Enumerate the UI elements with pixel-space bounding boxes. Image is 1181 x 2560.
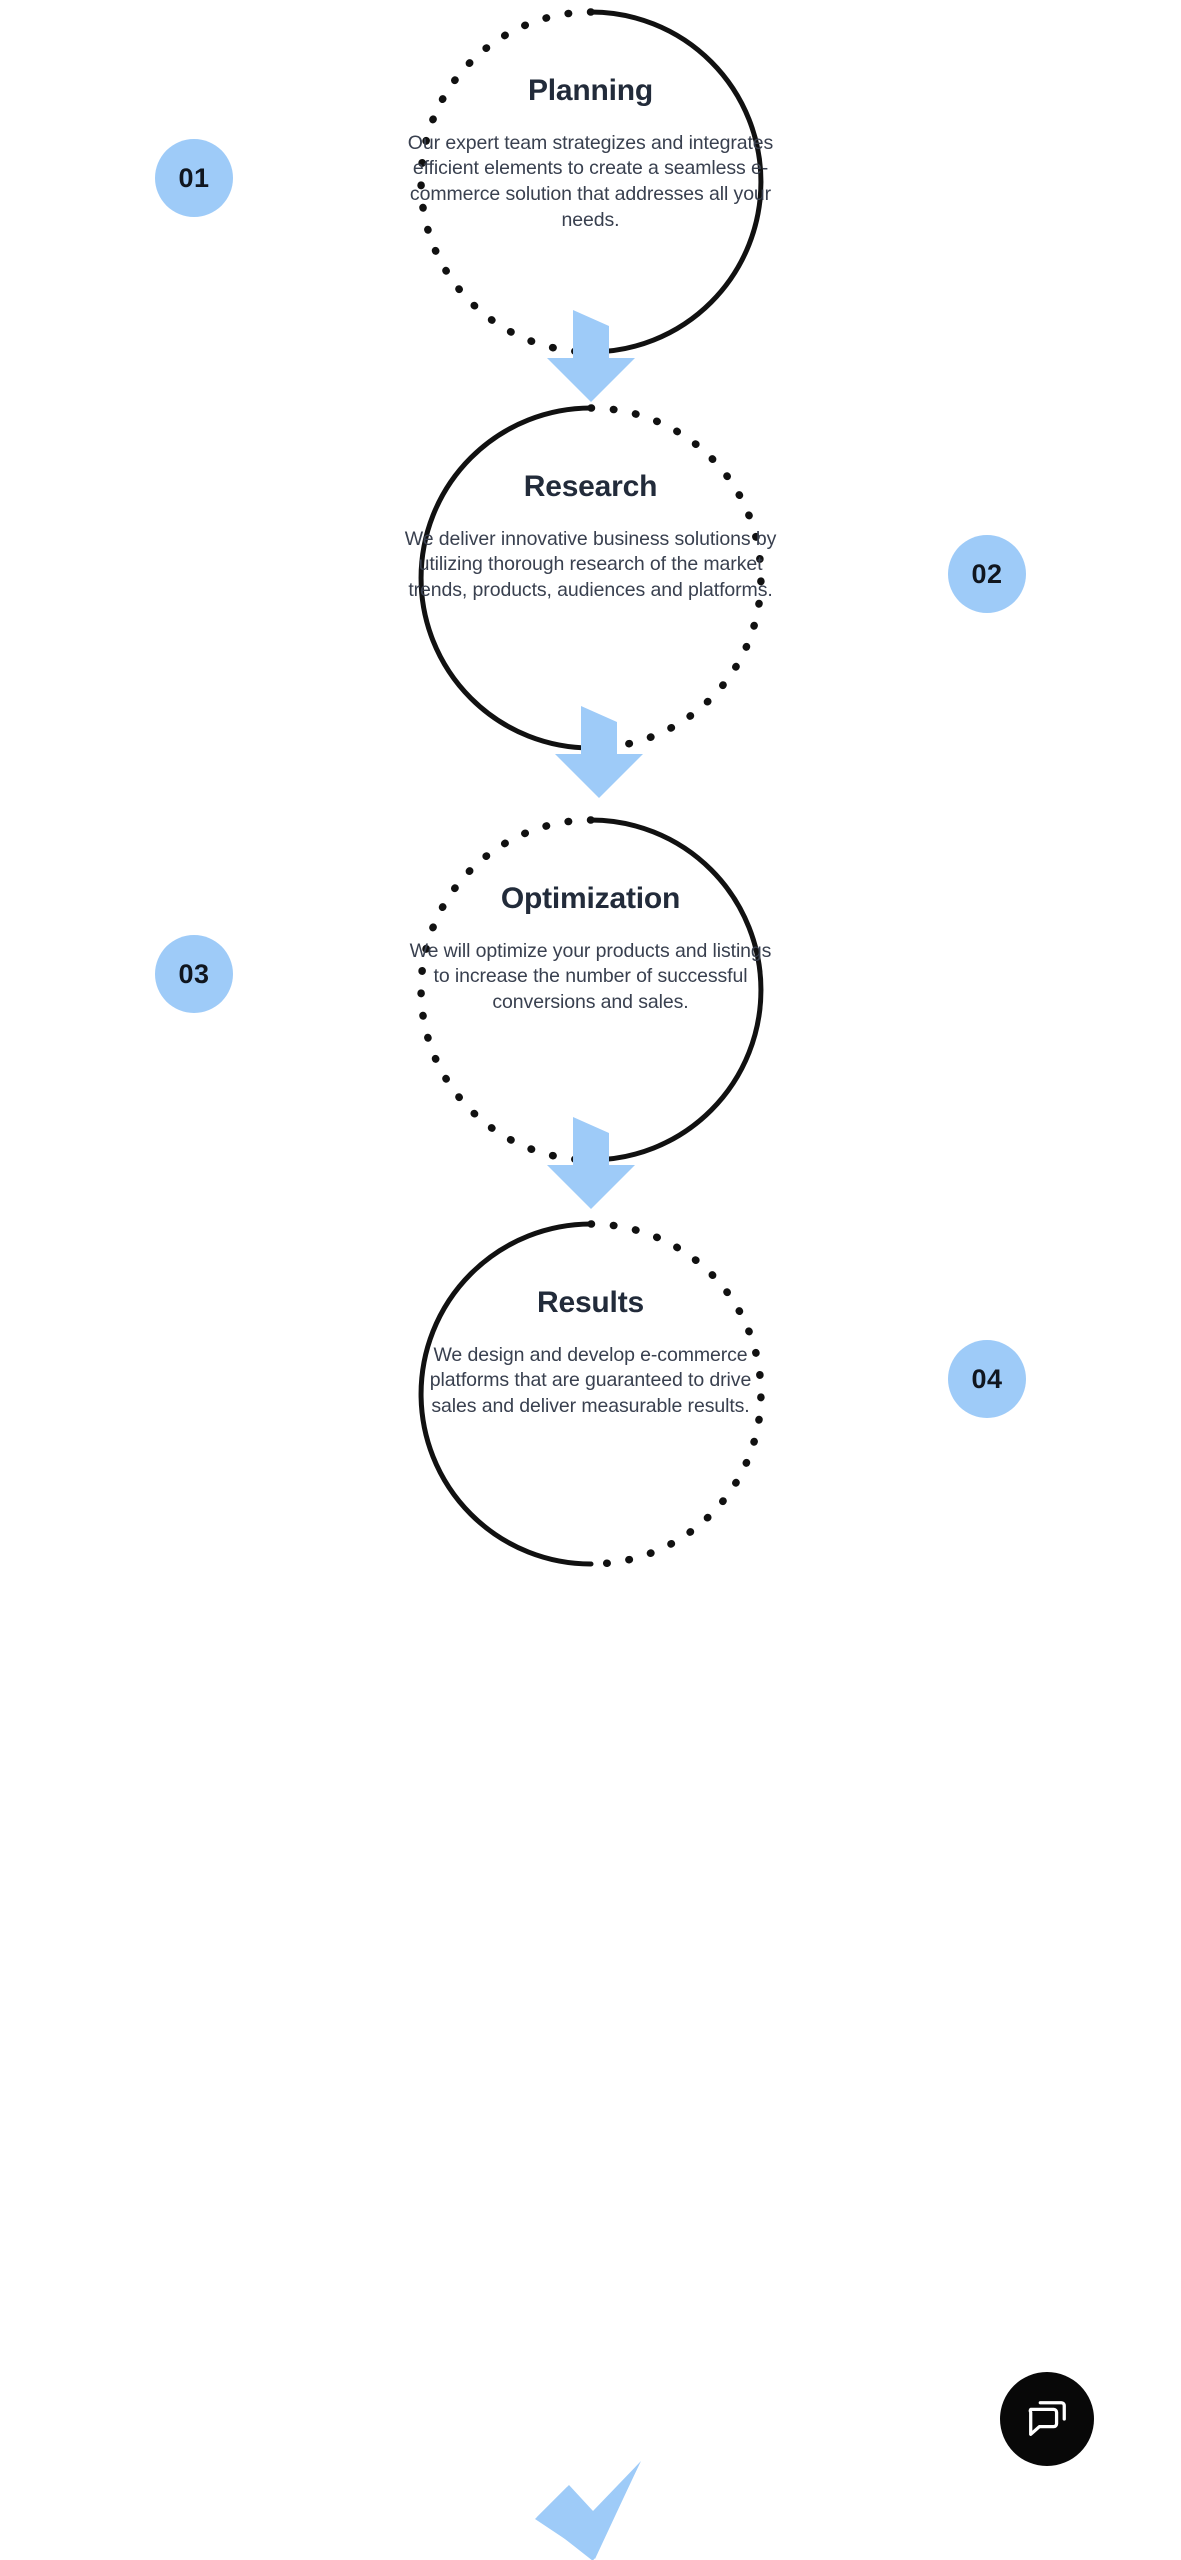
step-title-3: Optimization	[500, 882, 681, 915]
step-body-3: We will optimize your products and listi…	[409, 939, 772, 1013]
arrow-down-icon	[546, 1117, 635, 1209]
chat-widget-button[interactable]	[1000, 2372, 1094, 2466]
connector-arrow-1	[543, 310, 639, 402]
step-badge-2[interactable]: 02	[948, 535, 1026, 613]
connector-arrow-2	[551, 706, 647, 798]
step-badge-label-2: 02	[971, 558, 1003, 589]
step-content-2: Research We deliver innovative business …	[391, 470, 791, 604]
arrow-down-icon	[546, 310, 635, 402]
step-body-4: We design and develop e-commerce platfor…	[429, 1343, 752, 1417]
step-badge-label-1: 01	[178, 162, 210, 193]
step-title-1: Planning	[527, 74, 654, 107]
step-title-2: Research	[523, 470, 658, 503]
step-content-3: Optimization We will optimize your produ…	[391, 882, 791, 1016]
step-badge-label-3: 03	[178, 958, 210, 989]
step-ring-1	[415, 6, 767, 358]
chat-bubbles-icon	[1028, 2401, 1066, 2436]
step-body-2: We deliver innovative business solutions…	[404, 527, 777, 601]
step-content-4: Results We design and develop e-commerce…	[391, 1286, 791, 1420]
step-badge-4[interactable]: 04	[948, 1340, 1026, 1418]
connector-check	[531, 2455, 651, 2560]
step-title-4: Results	[537, 1286, 644, 1319]
step-content-1: Planning Our expert team strategizes and…	[391, 74, 791, 233]
step-ring-3	[415, 814, 767, 1166]
process-step-1: Planning Our expert team strategizes and…	[0, 0, 1181, 360]
step-ring-2	[415, 402, 767, 754]
step-body-1: Our expert team strategizes and integrat…	[407, 131, 774, 231]
step-badge-1[interactable]: 01	[155, 139, 233, 217]
process-step-2: Research We deliver innovative business …	[0, 396, 1181, 756]
connector-arrow-3	[543, 1117, 639, 1209]
step-badge-3[interactable]: 03	[155, 935, 233, 1013]
process-step-4: Results We design and develop e-commerce…	[0, 1212, 1181, 1572]
arrow-down-icon	[554, 706, 643, 798]
process-step-3: Optimization We will optimize your produ…	[0, 808, 1181, 1168]
step-badge-label-4: 04	[971, 1363, 1003, 1394]
step-ring-4	[415, 1218, 767, 1570]
check-mark-icon	[534, 2461, 641, 2560]
